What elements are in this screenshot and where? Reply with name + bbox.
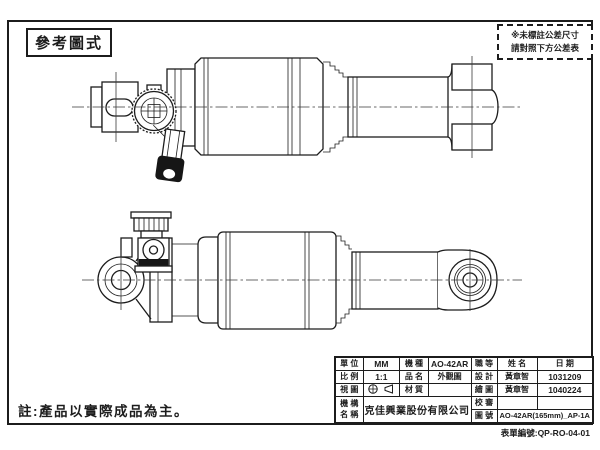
design-name-cell: 黃章智 [496,369,538,384]
scale-value-cell: 1:1 [362,369,401,384]
review-date-cell [536,395,594,410]
dwgno-value-cell: AO-42AR(165mm)_AP-1A [496,408,594,424]
shock-bottom-view [82,211,522,330]
material-value-cell [427,382,472,397]
item-value-cell: 外觀圖 [427,369,472,384]
shock-top-view [72,56,522,183]
grade-header-cell: 職 等 [470,356,498,371]
name-header-cell: 姓 名 [496,356,538,371]
tolerance-note-box: ※未標註公差尺寸 請對照下方公差表 [497,24,593,61]
design-date-cell: 1031209 [536,369,594,384]
reference-drawing-label: 參考圖式 [26,28,113,57]
unit-label-cell: 單 位 [334,356,364,371]
air-valve [152,124,186,183]
org-label-line2: 名 稱 [340,410,359,420]
model-label-cell: 機 種 [399,356,429,371]
draw-label-cell: 繪 圖 [470,382,498,397]
drawing-border-frame [7,20,593,425]
draw-date-cell: 1040224 [536,382,594,397]
form-number: 表單編號:QP-RO-04-01 [500,428,590,438]
product-note: 註:產品以實際成品為主。 [18,404,189,419]
material-label-cell: 材 質 [399,382,429,397]
design-label-cell: 設 計 [470,369,498,384]
item-label-cell: 品 名 [399,369,429,384]
title-block: 單 位 MM 機 種 AO-42AR 職 等 姓 名 日 期 比 例 1:1 品… [334,356,594,424]
org-label-line1: 機 構 [340,399,359,409]
review-name-cell [496,395,538,410]
tolerance-note-line1: ※未標註公差尺寸 [511,30,579,40]
projection-symbol-cell [362,382,401,397]
unit-value-cell: MM [362,356,401,371]
dwgno-label-cell: 圖 號 [470,408,498,424]
org-label-cell: 機 構 名 稱 [334,395,364,424]
model-value-cell: AO-42AR [427,356,472,371]
draw-name-cell: 黃章智 [496,382,538,397]
org-value-cell: 克佳興業股份有限公司 [362,395,472,424]
third-angle-projection-icon [368,384,394,394]
date-header-cell: 日 期 [536,356,594,371]
review-label-cell: 校 審 [470,395,498,410]
scale-label-cell: 比 例 [334,369,364,384]
tolerance-note-line2: 請對照下方公差表 [510,43,579,54]
view-label-cell: 視 圖 [334,382,364,397]
